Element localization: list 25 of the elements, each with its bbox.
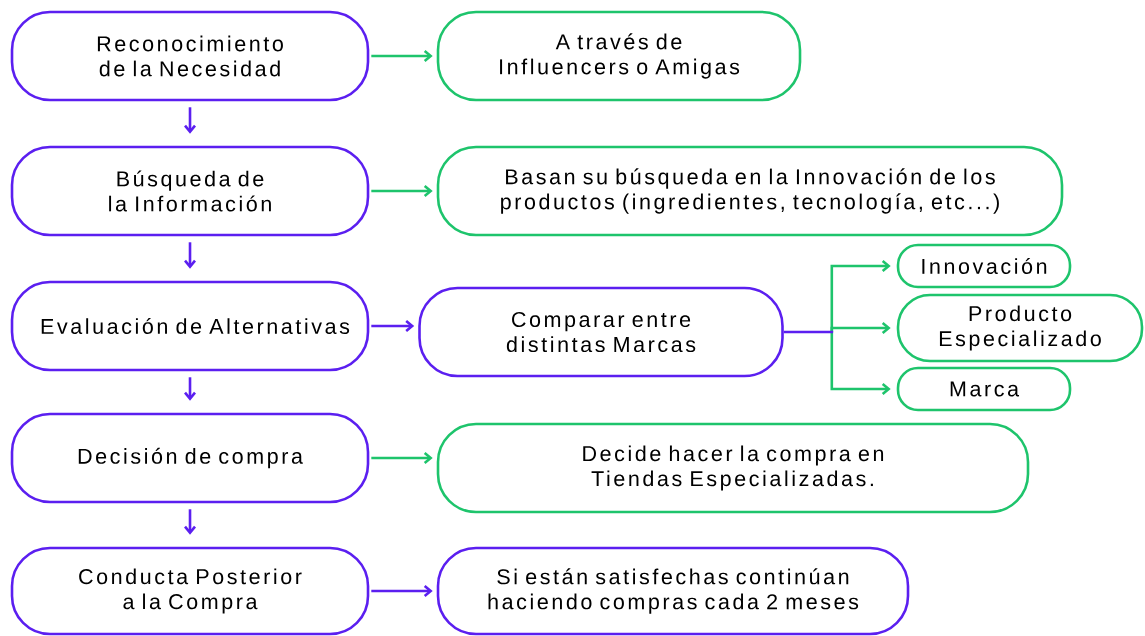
rounded-box: Innovación [896, 243, 1072, 289]
connector-line [783, 330, 834, 334]
arrow [830, 322, 891, 334]
rounded-box: Si están satisfechas continúan haciendo compras cada 2 meses [436, 546, 910, 636]
arrow [184, 377, 196, 401]
arrow [184, 509, 196, 535]
arrow [184, 107, 196, 134]
arrow [371, 585, 433, 597]
rounded-box: A través de Influencers o Amigas [436, 10, 802, 102]
arrow [830, 332, 891, 395]
rounded-box: Marca [896, 366, 1072, 412]
rounded-box: Búsqueda de la Información [10, 145, 370, 237]
rounded-box: Basan su búsqueda en la Innovación de los productos (ingredientes, tecnología, etc...) [436, 145, 1064, 237]
arrow [371, 50, 433, 62]
rounded-box: Decisión de compra [10, 412, 370, 504]
arrow [371, 185, 433, 197]
arrow [371, 452, 433, 464]
rounded-box: Comparar entre distintas Marcas [418, 286, 784, 378]
rounded-box: Decide hacer la compra en Tiendas Especializadas. [436, 422, 1030, 514]
rounded-box: Producto Especializado [896, 293, 1144, 363]
rounded-box: Reconocimiento de la Necesidad [10, 10, 370, 102]
rounded-box: Conducta Posterior a la Compra [10, 546, 370, 636]
arrow [371, 320, 415, 332]
arrow [184, 242, 196, 269]
rounded-box: Evaluación de Alternativas [10, 280, 370, 372]
